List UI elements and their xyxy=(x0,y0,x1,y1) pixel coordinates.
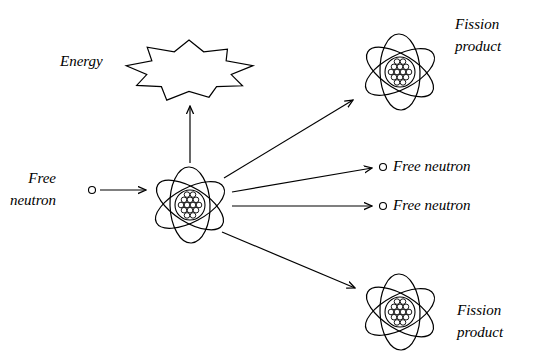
product-label: Fission product xyxy=(457,300,523,344)
neutron-dot xyxy=(380,164,387,171)
neutron-dot xyxy=(89,187,96,194)
product-label: Fission product xyxy=(455,14,521,58)
product-atom xyxy=(358,33,441,110)
arrow xyxy=(232,168,372,192)
neutron-label: Free neutron xyxy=(393,196,471,215)
energy-label: Energy xyxy=(60,52,103,71)
arrow xyxy=(189,106,190,163)
splitting-atom xyxy=(148,166,231,243)
starburst-outline xyxy=(122,38,256,104)
arrow xyxy=(222,232,355,288)
product-atom xyxy=(358,273,441,350)
arrow xyxy=(232,205,372,206)
neutron-dot xyxy=(380,203,387,210)
arrow xyxy=(224,100,353,178)
arrow xyxy=(100,189,146,190)
neutron-label: Free neutron xyxy=(2,168,56,212)
starburst-shape xyxy=(126,40,253,100)
energy-burst: Energy xyxy=(122,38,256,104)
neutron-label: Free neutron xyxy=(393,157,471,176)
